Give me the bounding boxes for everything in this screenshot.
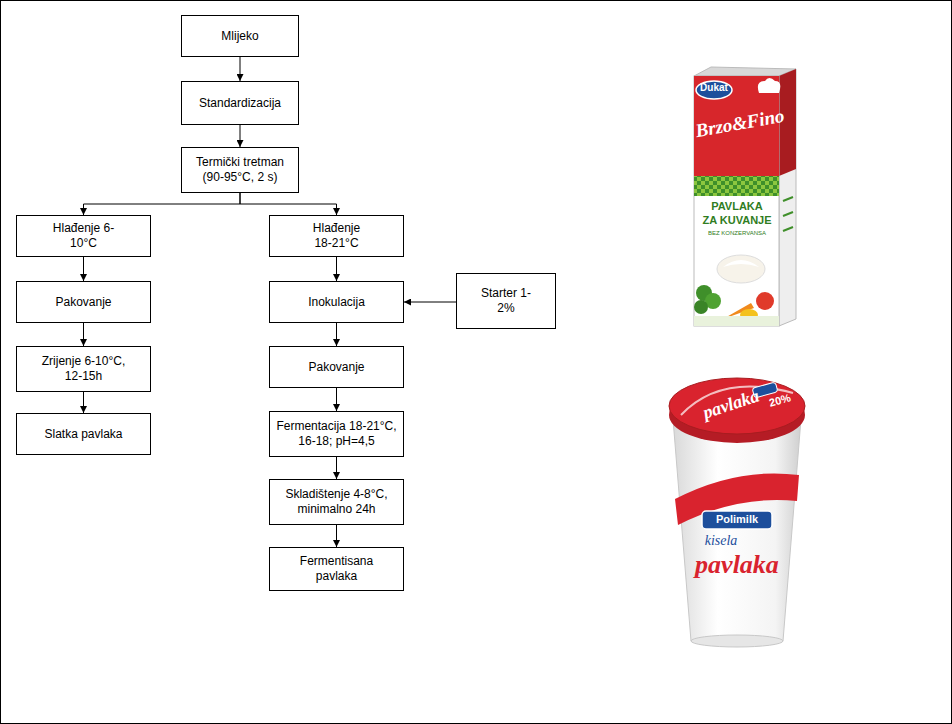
package-print: pavlaka [687, 551, 787, 579]
flow-arrow [336, 257, 337, 281]
carton-side-red [779, 69, 796, 176]
carton-side [779, 69, 796, 326]
package-print: Brzo&Fino [694, 106, 780, 141]
checkered-band [694, 176, 779, 196]
flow-arrow [240, 57, 241, 81]
package-print: pavlaka [690, 382, 772, 426]
process-box: Hlađenje 18-21°C [269, 215, 404, 257]
process-box: Starter 1-2% [456, 273, 556, 329]
box-text: Hlađenje 18-21°C [306, 221, 368, 251]
box-text: Termički tretman (90-95°C, 2 s) [190, 155, 290, 185]
package-print: ZA KUVANJE [695, 214, 779, 227]
lid [669, 378, 805, 434]
flow-arrow [240, 193, 337, 215]
process-box: Pakovanje [16, 281, 151, 323]
carton-side-print [783, 227, 793, 231]
process-box: Mlijeko [181, 15, 299, 57]
carton-bottom [694, 316, 779, 326]
box-text: Inokulacija [308, 295, 365, 310]
chef-hat-icon [758, 78, 780, 93]
flow-arrow [336, 457, 337, 479]
cream-swirl [717, 255, 765, 283]
package-print: PAVLAKA [695, 200, 779, 213]
cup-bottom [691, 635, 783, 647]
flow-arrow [336, 323, 337, 346]
package-print: kisela [691, 533, 751, 549]
package-print: BEZ KONZERVANSA [695, 229, 779, 237]
cup-red-swoosh [675, 473, 799, 525]
dukat-logo [696, 81, 732, 99]
box-text: Zrijenje 6-10°C, 12-15h [39, 354, 129, 384]
process-box: Pakovanje [269, 346, 404, 388]
process-box: Fermentacija 18-21°C, 16-18; pH=4,5 [269, 411, 404, 457]
flow-arrow [240, 125, 241, 147]
process-box: Fermentisana pavlaka [269, 547, 404, 591]
polimilk-label [702, 511, 772, 529]
flow-arrow [404, 302, 456, 303]
box-text: Mlijeko [221, 29, 258, 44]
flow-arrow [83, 392, 84, 413]
carton-top [694, 67, 796, 76]
carton-side-print [783, 197, 793, 201]
box-text: Skladištenje 4-8°C, minimalno 24h [275, 487, 398, 517]
box-text: Pakovanje [55, 295, 111, 310]
box-text: Slatka pavlaka [44, 427, 122, 442]
tomato [756, 292, 774, 310]
process-box: Termički tretman (90-95°C, 2 s) [181, 147, 299, 193]
box-text: Pakovanje [308, 360, 364, 375]
process-box: Slatka pavlaka [16, 413, 151, 455]
package-print: 20% [762, 390, 798, 411]
box-text: Hlađenje 6-10°C [53, 221, 115, 251]
flow-arrow [336, 388, 337, 411]
broccoli [694, 300, 708, 314]
carton-side-print [783, 212, 793, 216]
box-text: Fermentisana pavlaka [292, 554, 382, 584]
flow-arrow [83, 257, 84, 281]
process-box: Inokulacija [269, 281, 404, 323]
package-print: Dukat [696, 82, 732, 94]
cooking-cream-carton [694, 67, 796, 326]
process-box: Zrijenje 6-10°C, 12-15h [16, 346, 151, 392]
package-print: Polimilk [702, 513, 772, 526]
box-text: Fermentacija 18-21°C, 16-18; pH=4,5 [275, 419, 398, 449]
process-box: Hlađenje 6-10°C [16, 215, 151, 257]
cream-swirl [723, 260, 759, 267]
cup-body [673, 419, 801, 641]
flow-arrow [336, 525, 337, 547]
process-box: Standardizacija [181, 81, 299, 125]
box-text: Standardizacija [199, 96, 281, 111]
flow-arrow [83, 323, 84, 346]
process-box: Skladištenje 4-8°C, minimalno 24h [269, 479, 404, 525]
flow-arrow [84, 193, 241, 215]
box-text: Starter 1-2% [476, 286, 536, 316]
sour-cream-cup [669, 378, 805, 647]
